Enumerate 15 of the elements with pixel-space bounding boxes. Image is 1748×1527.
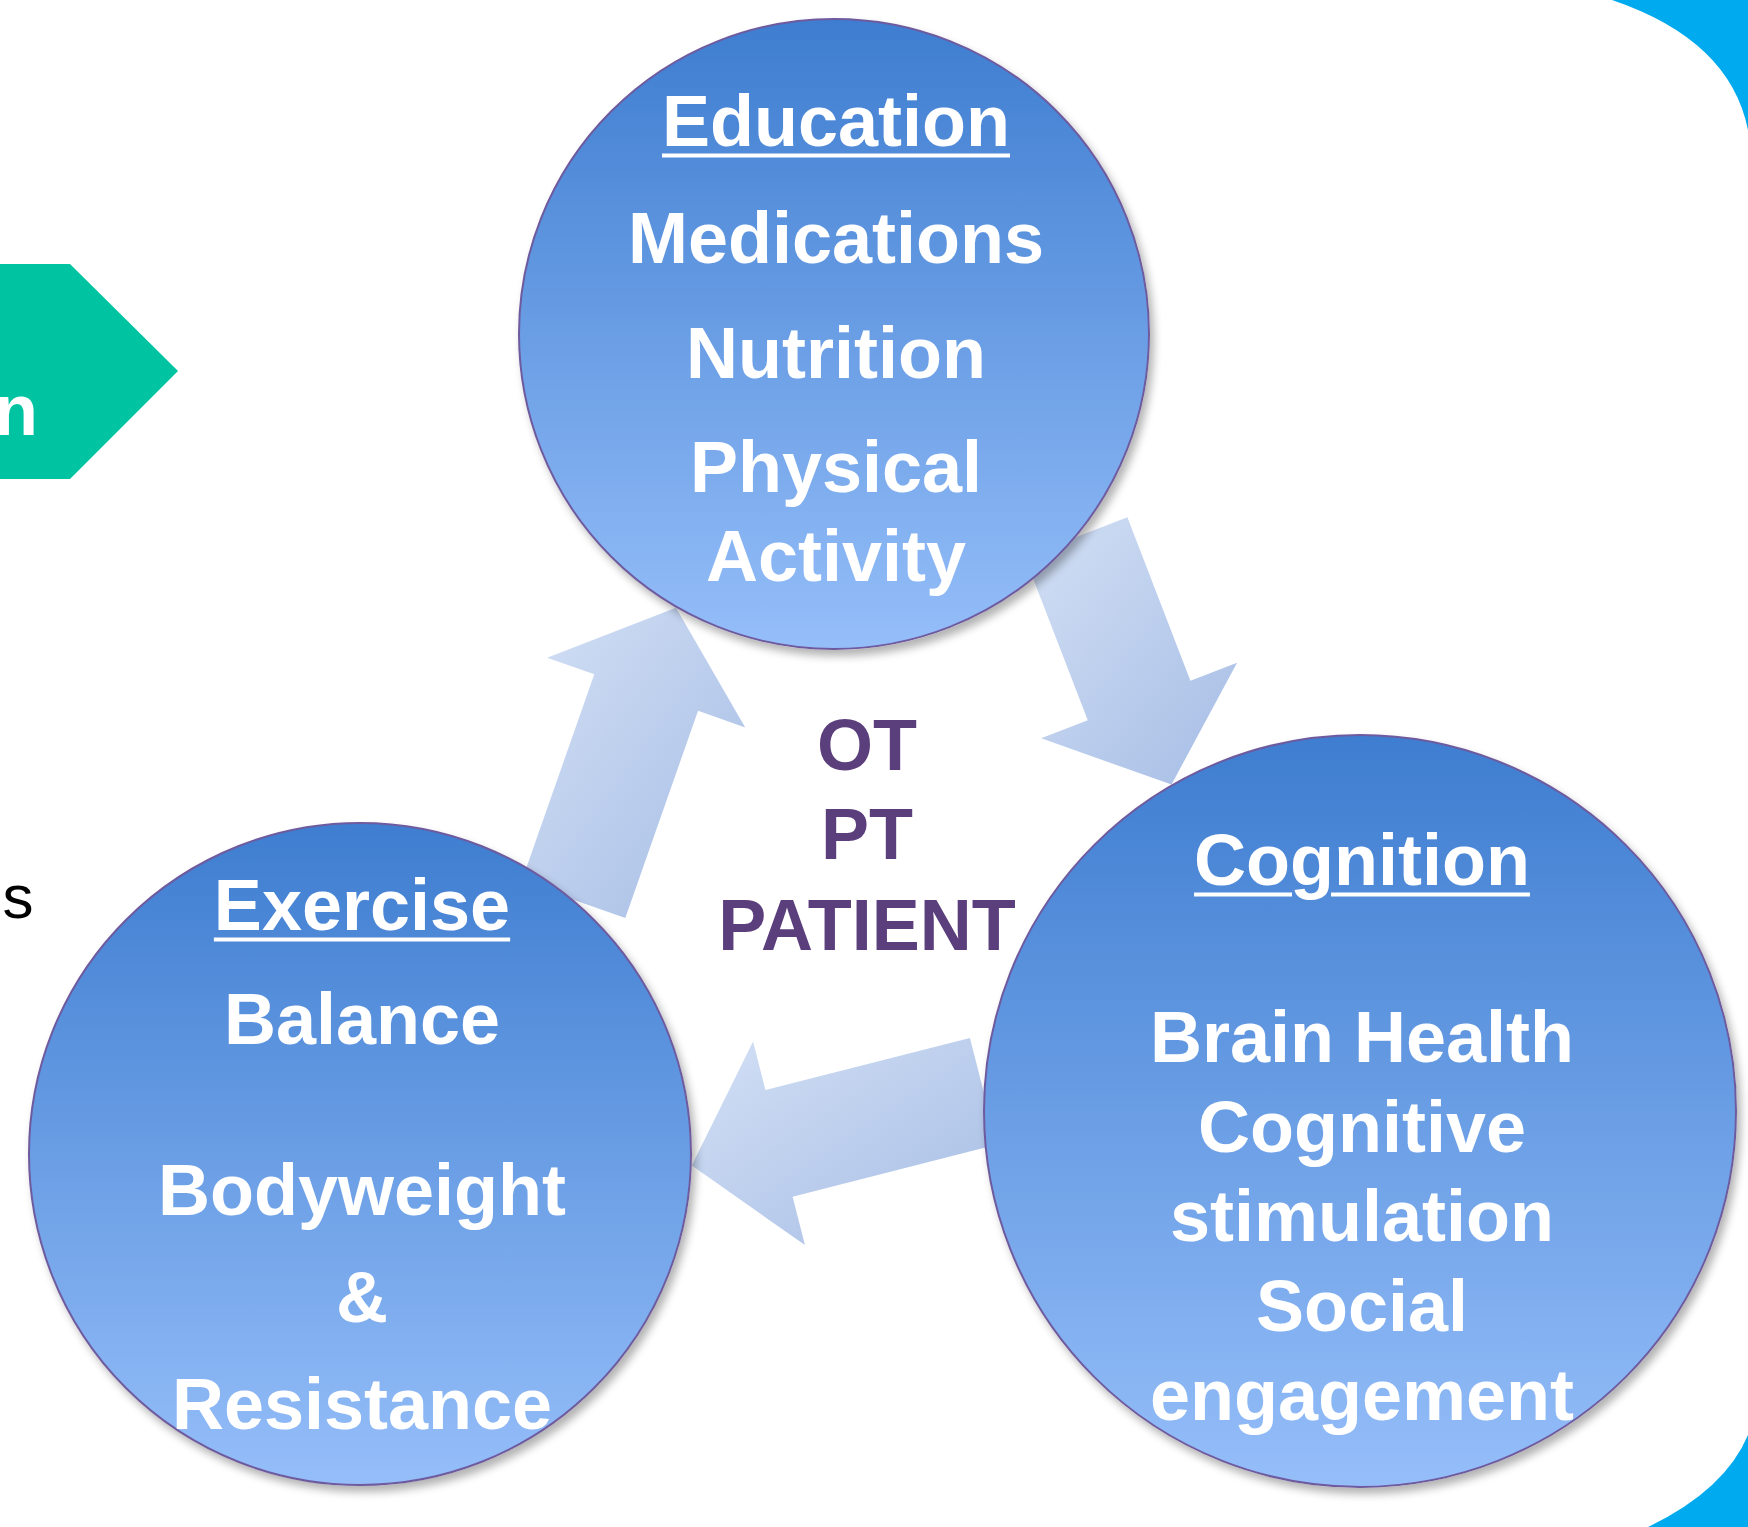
center-label: PATIENT xyxy=(718,889,1016,961)
circle-heading: Exercise xyxy=(213,863,511,947)
circle-heading: Cognition xyxy=(1194,818,1530,902)
topic-text: Balance xyxy=(222,977,502,1061)
topic-text: Nutrition xyxy=(685,311,987,395)
topic-text: Cognitive stimulation xyxy=(1169,1086,1555,1258)
topic-text: Brain Health xyxy=(1148,995,1576,1079)
topic-text: Social engagement xyxy=(1148,1265,1576,1437)
circle-heading: Education xyxy=(662,79,1010,163)
topic-text: Medications xyxy=(626,196,1046,280)
topic-text: Physical Activity xyxy=(688,426,984,598)
topic-text: Bodyweight & Resistance xyxy=(157,1148,567,1446)
text-fragment: s xyxy=(2,866,34,928)
center-label: OT xyxy=(817,709,917,781)
center-label: PT xyxy=(821,798,913,870)
